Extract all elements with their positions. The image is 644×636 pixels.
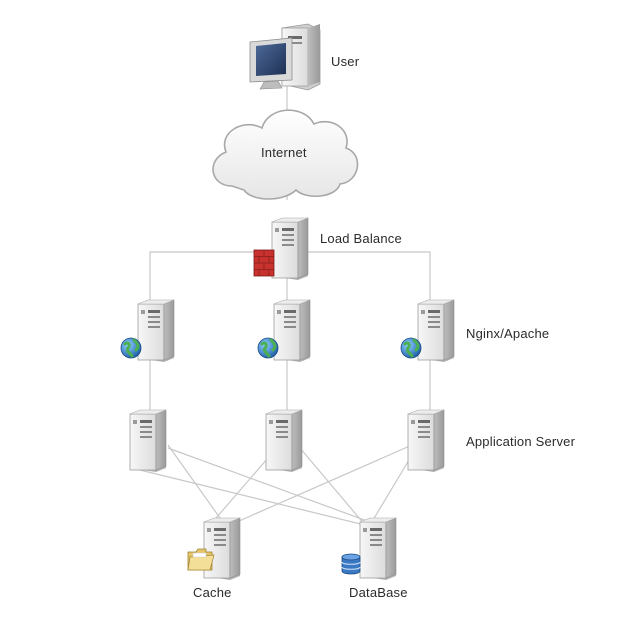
- cache-label: Cache: [193, 585, 232, 600]
- app-servers-label: Application Server: [466, 434, 576, 449]
- globe-icon: [257, 337, 279, 359]
- link-app2-cache: [209, 457, 269, 526]
- web-server-left: [120, 299, 175, 363]
- server-with-database-icon: [341, 517, 397, 581]
- server-with-folder-icon: [187, 517, 241, 581]
- internet-label: Internet: [261, 145, 307, 160]
- server-with-firewall-icon: [253, 217, 309, 281]
- user-label: User: [331, 54, 360, 69]
- link-app2-db: [299, 447, 366, 526]
- link-app3-cache: [229, 444, 413, 526]
- app-server-right: [407, 409, 445, 473]
- app-server-middle: [265, 409, 303, 473]
- link-app3-db: [369, 454, 413, 526]
- desktop-computer-icon: [249, 23, 321, 91]
- app-server-left: [129, 409, 167, 473]
- database-icon: [341, 553, 361, 575]
- database-label: DataBase: [349, 585, 408, 600]
- folder-icon: [187, 548, 215, 571]
- web-servers-label: Nginx/Apache: [466, 326, 550, 341]
- load-balance-label: Load Balance: [320, 231, 402, 246]
- globe-icon: [400, 337, 422, 359]
- connection-lines: [139, 76, 431, 531]
- link-app1-db: [167, 447, 379, 526]
- firewall-icon: [253, 249, 275, 277]
- web-server-middle: [257, 299, 311, 363]
- cloud-icon: [212, 109, 359, 200]
- globe-icon: [120, 337, 142, 359]
- web-server-right: [400, 299, 455, 363]
- link-app1-cache: [167, 444, 226, 526]
- link-cross: [139, 469, 386, 531]
